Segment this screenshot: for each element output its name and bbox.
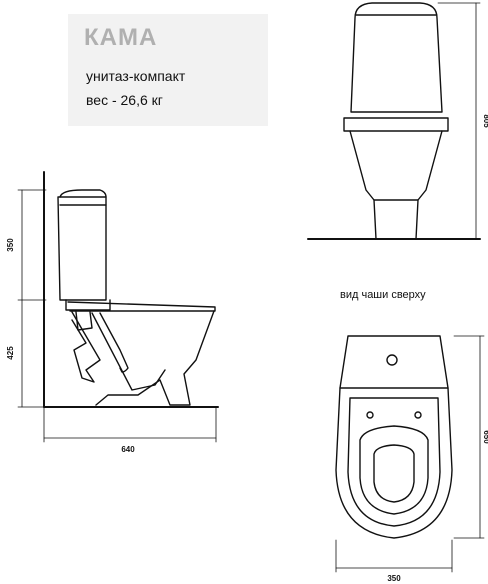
front-bowl-left [349, 130, 377, 240]
dim-label-total-height: 805 [482, 114, 488, 128]
side-flush-inlet [75, 311, 93, 331]
side-bowl-siphon [99, 312, 129, 373]
front-tank-body [350, 2, 443, 113]
dim-label-top-length: 650 [482, 430, 488, 444]
dim-label-top-width: 350 [387, 574, 401, 583]
top-bowl-inner [359, 425, 429, 515]
top-drain-opening [373, 444, 415, 503]
dim-label-bowl-height: 425 [6, 346, 15, 360]
side-tank-joint [65, 299, 111, 311]
side-seat-rim [67, 301, 216, 312]
top-seat-mount-hole-left [366, 411, 374, 419]
dim-label-side-depth: 640 [121, 445, 135, 454]
side-trap-channel [71, 311, 101, 383]
top-tank-outline [339, 335, 449, 389]
front-view [307, 2, 481, 240]
front-seat-rim [343, 117, 449, 132]
side-bowl-inner [91, 312, 166, 391]
product-description: унитаз-компакт [86, 68, 186, 84]
side-view [17, 171, 219, 443]
top-seat-mount-hole-right [414, 411, 422, 419]
model-name: КАМА [84, 24, 158, 51]
side-bowl-outer [95, 310, 215, 406]
top-flush-button [386, 354, 398, 366]
top-view [335, 335, 485, 573]
product-weight: вес - 26,6 кг [86, 92, 163, 108]
top-bowl-outer [335, 387, 453, 539]
side-tank-body [57, 196, 107, 301]
dim-label-tank-height: 350 [6, 238, 15, 252]
top-bowl-rim [347, 397, 441, 527]
side-tank-lid [59, 189, 107, 198]
front-bowl-right [415, 130, 443, 240]
top-view-label: вид чаши сверху [340, 289, 426, 301]
title-box [68, 14, 268, 126]
